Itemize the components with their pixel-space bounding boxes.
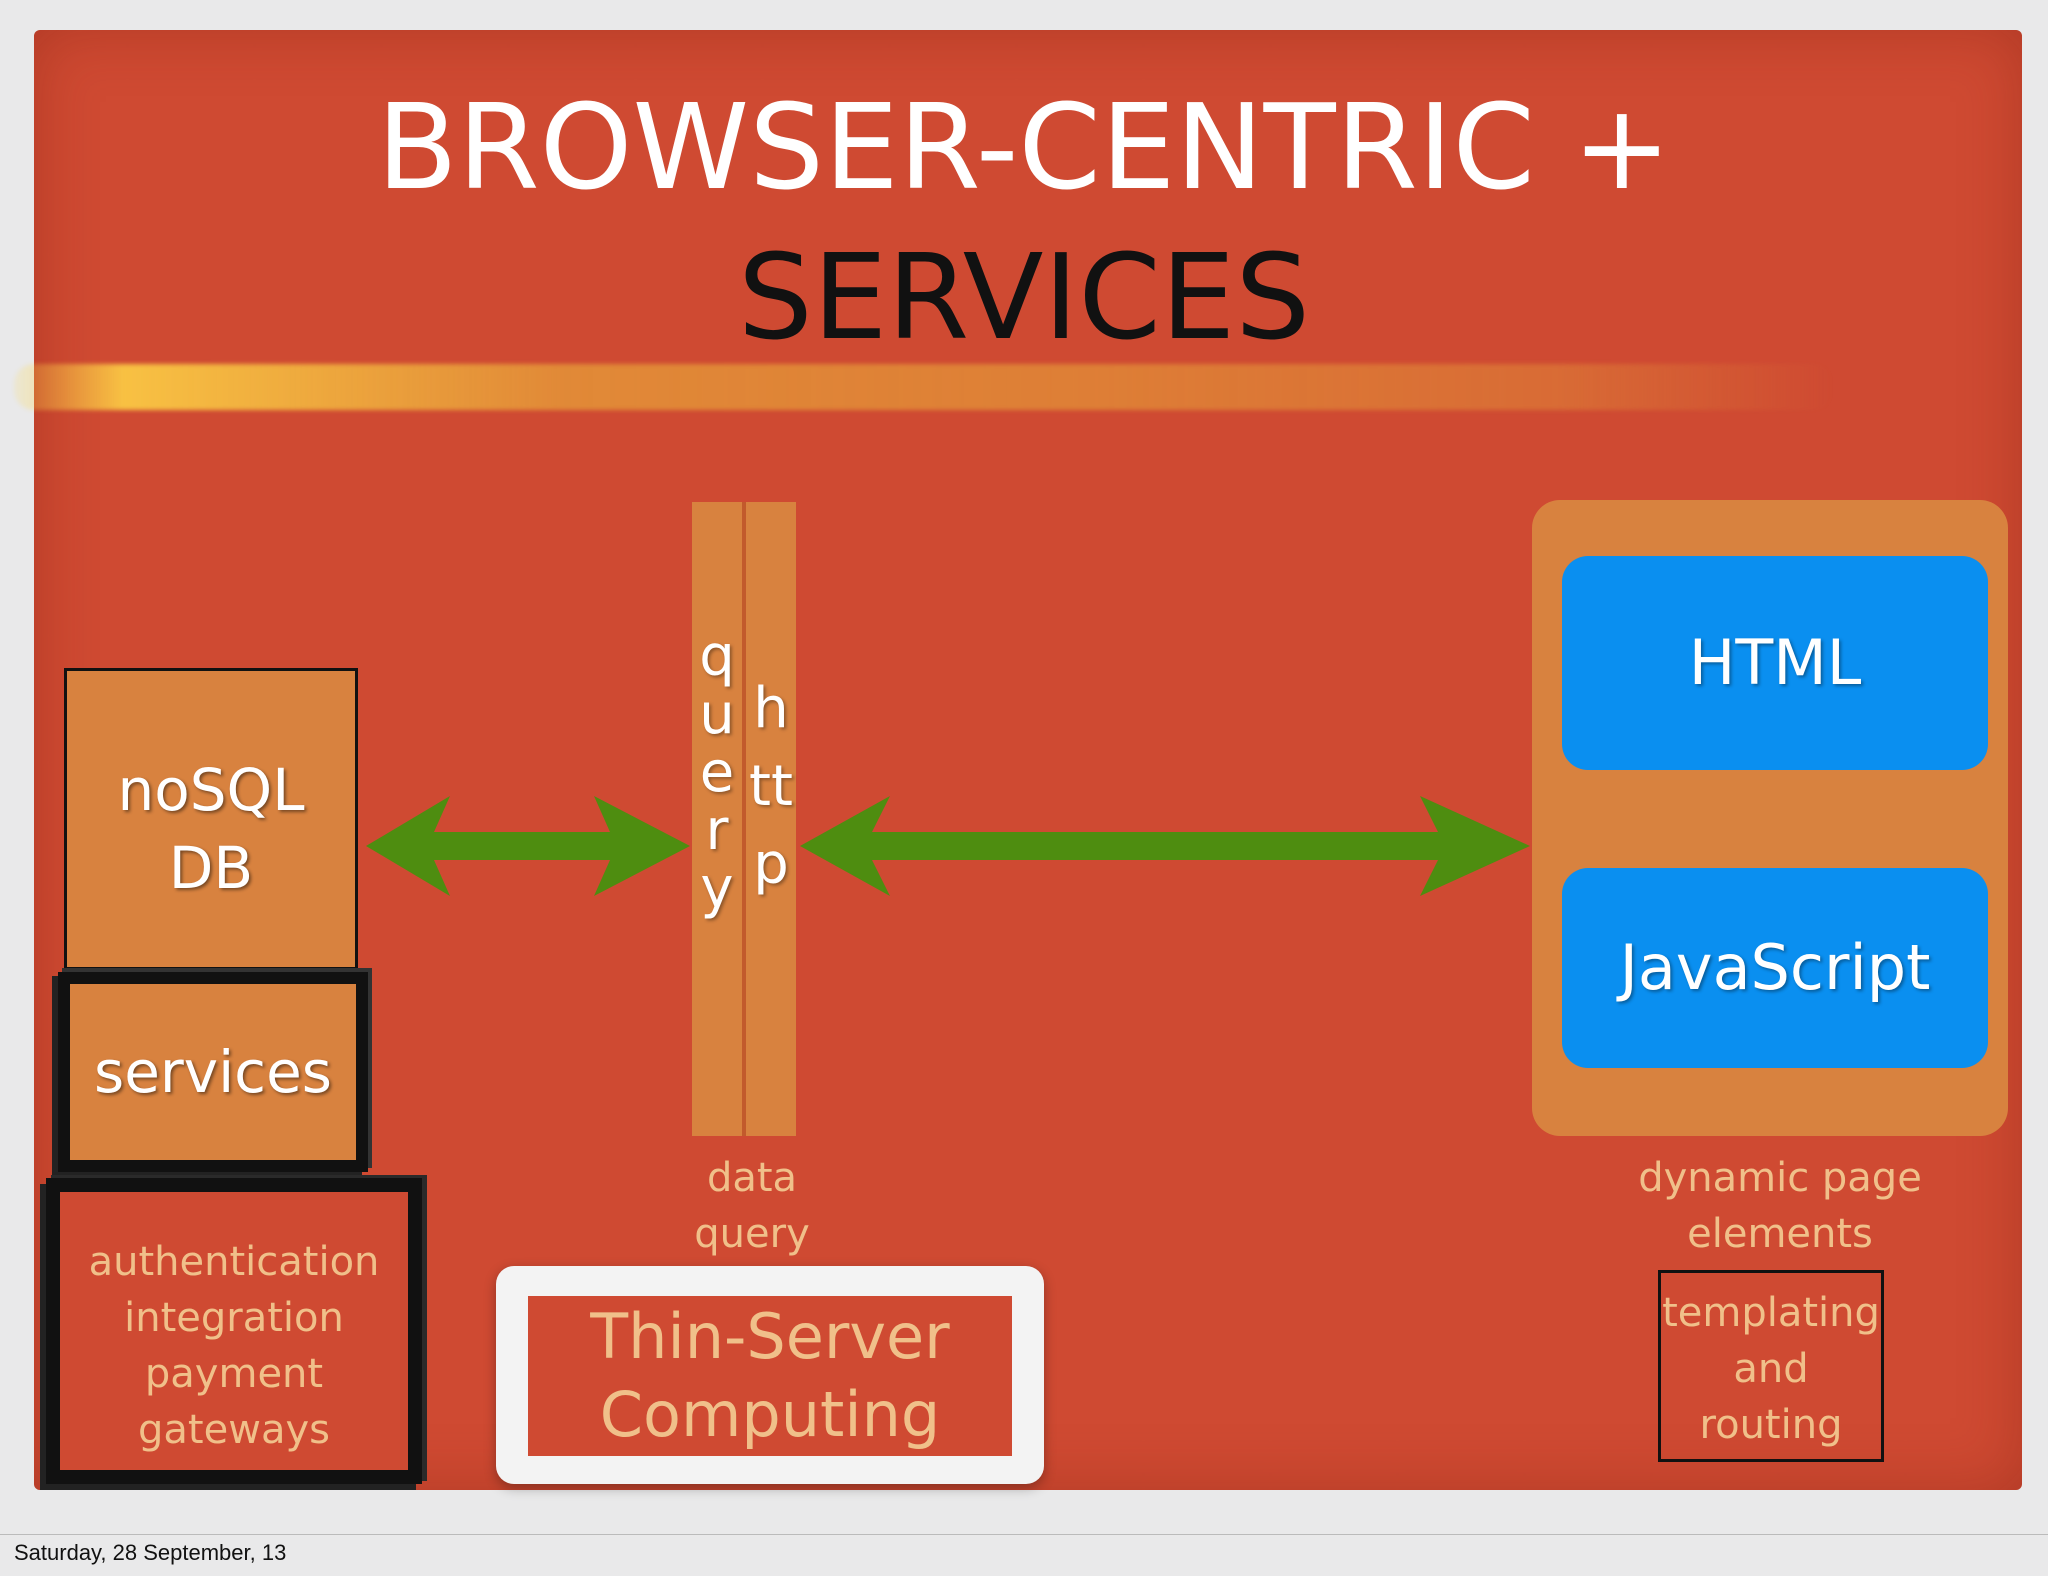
- service-item-gateways: gateways: [138, 1407, 330, 1453]
- slide-title-line-1: BROWSER-CENTRIC +: [376, 78, 1672, 216]
- html-label: HTML: [1688, 626, 1862, 699]
- thin-server-line-1: Thin-Server: [590, 1300, 950, 1373]
- service-item-payment: payment: [144, 1351, 324, 1397]
- slide-title-line-2: SERVICES: [737, 228, 1311, 366]
- services-list-box: authentication integration payment gatew…: [46, 1178, 422, 1484]
- query-caption-line: query: [694, 1211, 810, 1257]
- templating-routing-box: templating and routing: [1658, 1270, 1884, 1462]
- nosql-label: noSQL: [117, 756, 305, 824]
- services-box: services: [58, 972, 368, 1172]
- footer-divider: [0, 1534, 2048, 1535]
- http-client-double-arrow: [800, 796, 1530, 896]
- data-query-caption: data query: [652, 1150, 852, 1262]
- templating-label: templating: [1662, 1290, 1880, 1336]
- services-label: services: [94, 1038, 332, 1106]
- dynamic-page-elements-caption: dynamic page elements: [1600, 1150, 1960, 1262]
- http-column: [746, 502, 796, 1136]
- service-item-integration: integration: [124, 1295, 344, 1341]
- query-column: [692, 502, 742, 1136]
- query-vertical-label: query: [699, 624, 735, 921]
- dynamic-caption-line: dynamic page: [1638, 1155, 1922, 1201]
- routing-label: routing: [1699, 1402, 1843, 1448]
- nosql-db-box: noSQL DB: [64, 668, 358, 970]
- thin-server-callout: Thin-Server Computing: [528, 1296, 1012, 1456]
- and-label: and: [1733, 1346, 1809, 1392]
- elements-caption-line: elements: [1687, 1211, 1873, 1257]
- html-box: HTML: [1562, 556, 1988, 770]
- db-label: DB: [168, 834, 254, 902]
- javascript-box: JavaScript: [1562, 868, 1988, 1068]
- decorative-streak: [14, 364, 1834, 410]
- column-divider: [742, 502, 746, 1136]
- javascript-label: JavaScript: [1619, 931, 1931, 1004]
- http-vertical-label: http: [749, 676, 793, 897]
- thin-server-line-2: Computing: [599, 1378, 941, 1451]
- data-caption-line: data: [706, 1155, 798, 1201]
- footer-date: Saturday, 28 September, 13: [14, 1540, 287, 1565]
- db-query-double-arrow: [366, 796, 690, 896]
- service-item-authentication: authentication: [88, 1239, 380, 1285]
